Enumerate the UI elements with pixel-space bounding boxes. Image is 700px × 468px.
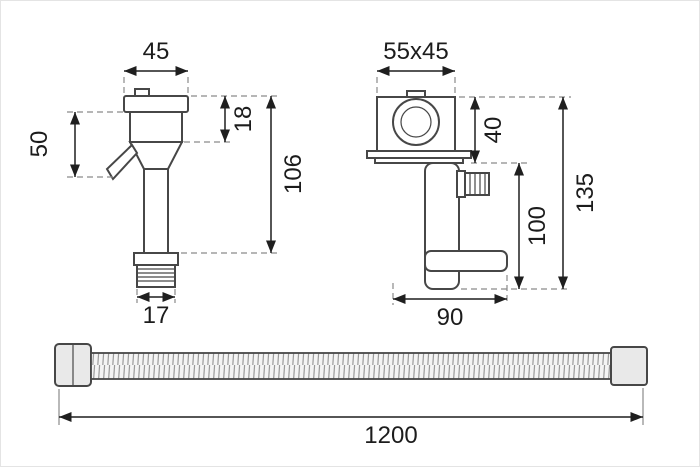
sprayer-trigger-lever	[105, 143, 139, 181]
sprayer-figure	[105, 88, 189, 288]
sprayer-neck	[128, 141, 184, 170]
valve-knob-outer	[392, 98, 440, 146]
valve-spout	[424, 250, 508, 272]
valve-figure	[366, 90, 508, 290]
dimension-label-lower-height: 100	[524, 206, 551, 246]
dimension-label-valve-width: 90	[437, 304, 464, 331]
valve-dimensions: 55x45 40 100 135 90	[376, 38, 599, 331]
valve-outlet-collar	[456, 170, 466, 198]
dimension-label-head-width: 45	[143, 38, 170, 65]
sprayer-head-cap	[123, 95, 189, 113]
hose-dimension: 1200	[58, 388, 644, 449]
sprayer-threaded-connector	[136, 264, 176, 288]
sprayer-handle	[143, 168, 169, 254]
dimension-label-plate-size: 55x45	[383, 38, 448, 65]
valve-flange-upper	[366, 150, 472, 159]
sprayer-head-body	[129, 111, 183, 143]
dimension-label-hose-length: 1200	[364, 422, 417, 449]
sprayer-collar	[133, 252, 179, 266]
valve-threaded-outlet	[464, 172, 490, 196]
dimension-label-sprayer-overall-height: 106	[280, 154, 307, 194]
dimension-label-nozzle-height: 18	[230, 106, 257, 133]
valve-knob-inner	[400, 106, 432, 138]
hose-corrugated-body	[90, 352, 612, 380]
hose-right-fitting	[610, 346, 648, 386]
sprayer-thread-lines	[137, 268, 175, 282]
sprayer-dimensions: 45 18 50 106 17	[26, 38, 307, 329]
hose-figure	[54, 343, 648, 387]
dimension-label-upper-height: 40	[480, 117, 507, 144]
valve-thread-lines	[469, 173, 486, 195]
dimension-label-head-height: 50	[26, 131, 53, 158]
dimension-label-valve-overall-height: 135	[572, 173, 599, 213]
valve-flange-lower	[374, 157, 464, 164]
dimension-label-connector-width: 17	[143, 302, 170, 329]
